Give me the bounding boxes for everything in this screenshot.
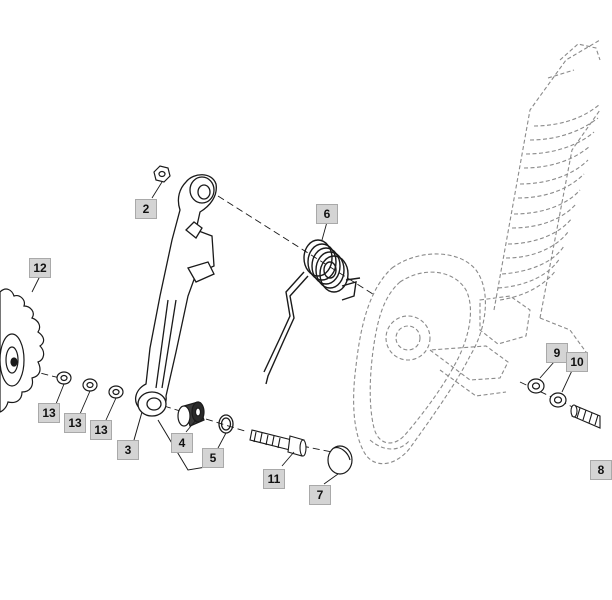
callout-label-4[interactable]: 4 (171, 433, 193, 453)
callout-label-13-first[interactable]: 13 (38, 403, 60, 423)
bolt-part-8 (570, 404, 601, 429)
tensioner-arm-part-3 (135, 174, 217, 417)
ghost-housing-assembly (353, 39, 601, 465)
callout-label-12[interactable]: 12 (29, 258, 51, 278)
washers-part-9-10 (527, 378, 567, 408)
cap-part-7 (327, 445, 353, 475)
callout-leaders (31, 181, 577, 485)
nut-part-2 (153, 165, 171, 183)
callout-label-5[interactable]: 5 (202, 448, 224, 468)
washers-part-13 (56, 371, 124, 399)
callout-label-8[interactable]: 8 (590, 460, 612, 480)
callout-label-7[interactable]: 7 (309, 485, 331, 505)
callout-label-13-second[interactable]: 13 (64, 413, 86, 433)
callout-label-11[interactable]: 11 (263, 469, 285, 489)
snap-ring-part-5 (218, 414, 234, 434)
align-line-arm-to-bolt (163, 405, 249, 433)
bolt-part-11 (249, 429, 307, 457)
callout-label-10[interactable]: 10 (566, 352, 588, 372)
sprocket-part-12 (0, 288, 45, 413)
torsion-spring-part-6 (263, 239, 361, 385)
callout-label-9[interactable]: 9 (546, 343, 568, 363)
callout-label-2[interactable]: 2 (135, 199, 157, 219)
callout-label-3[interactable]: 3 (117, 440, 139, 460)
bushing-part-4 (177, 401, 205, 427)
callout-label-13-third[interactable]: 13 (90, 420, 112, 440)
callout-label-6[interactable]: 6 (316, 204, 338, 224)
align-line-bolt-to-cap (301, 445, 333, 453)
align-line-pivot-to-housing (217, 195, 377, 297)
alignment-lines (19, 195, 601, 453)
